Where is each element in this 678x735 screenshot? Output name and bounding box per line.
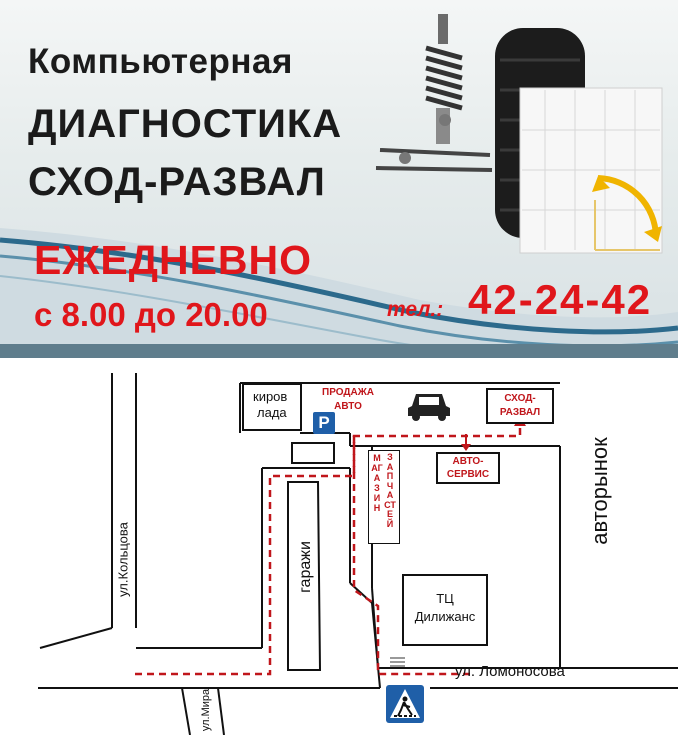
- phone-label: тел.:: [387, 298, 444, 321]
- promo-banner: Компьютерная ДИАГНОСТИКА СХОД-РАЗВАЛ ЕЖЕ…: [0, 0, 678, 358]
- car-sales-line2: АВТО: [334, 401, 362, 412]
- mall-label: ТЦ Дилижанс: [403, 590, 487, 626]
- kirov-lada-dealer: киров лада: [242, 383, 302, 431]
- street-lomonosova-label: ул. Ломоносова: [455, 663, 565, 680]
- wheel-suspension-illustration: [375, 14, 663, 254]
- mall-line1: ТЦ: [436, 591, 454, 606]
- street-koltsova-label: ул.Кольцова: [115, 522, 131, 597]
- banner-waves: [0, 228, 678, 358]
- car-sales-line1: ПРОДАЖА: [322, 387, 374, 398]
- arrow-down-icon: [461, 434, 471, 451]
- alignment-line2: РАЗВАЛ: [499, 407, 541, 418]
- phone-number: 42-24-42: [468, 276, 653, 323]
- wheel-alignment-box: СХОД- РАЗВАЛ: [486, 388, 554, 424]
- parts-shop-line1: МАГАЗИН: [371, 453, 383, 513]
- car-icon: [408, 394, 450, 421]
- autoservice-line2: СЕРВИС: [446, 469, 490, 480]
- autoservice-line1: АВТО-: [452, 456, 484, 467]
- headline-wheel-alignment: СХОД-РАЗВАЛ: [28, 160, 326, 204]
- pedestrian-crossing-icon: [386, 685, 424, 723]
- headline-computer: Компьютерная: [28, 42, 293, 81]
- schedule-hours: с 8.00 до 20.00: [34, 296, 268, 333]
- schedule-daily: ЕЖЕДНЕВНО: [34, 237, 313, 283]
- parking-sign: P: [313, 412, 335, 434]
- autoservice-text: АВТО- СЕРВИС: [438, 455, 498, 481]
- headline-diagnostics: ДИАГНОСТИКА: [28, 102, 343, 146]
- car-market-label: авторынок: [587, 437, 612, 545]
- street-mira-label: ул.Мира: [200, 688, 212, 732]
- kirov-label: киров: [253, 389, 288, 404]
- lada-label: лада: [257, 405, 287, 420]
- car-sales-label: ПРОДАЖА АВТО: [312, 386, 384, 414]
- alignment-line1: СХОД-: [504, 393, 536, 404]
- autoservice-box: АВТО- СЕРВИС: [436, 452, 500, 484]
- parts-shop-box: МАГАЗИН ЗАПЧАСТЕЙ: [368, 450, 400, 544]
- garages-label: гаражи: [297, 541, 314, 593]
- mall-line2: Дилижанс: [414, 609, 476, 624]
- parts-shop-line2: ЗАПЧАСТЕЙ: [384, 452, 396, 529]
- wheel-alignment-text: СХОД- РАЗВАЛ: [488, 392, 552, 420]
- map-streets: [38, 373, 678, 735]
- location-map: киров лада P ПРОДАЖА АВТО СХОД- РАЗВАЛ А…: [0, 358, 678, 735]
